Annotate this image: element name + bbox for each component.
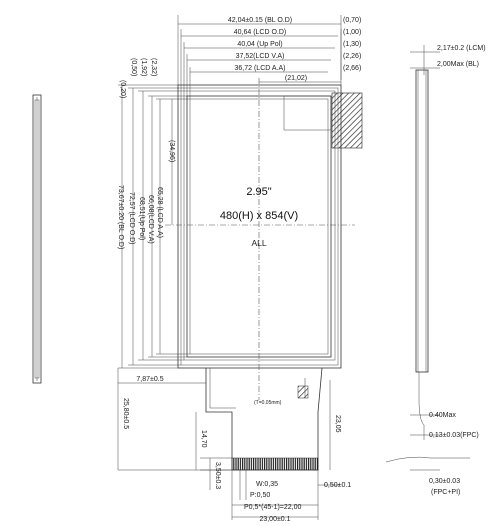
dim-fpc-2305: 23,05	[334, 415, 341, 433]
left-dimensions	[118, 84, 190, 369]
dim-offset-100: (1,00)	[343, 29, 361, 36]
dim-bl-od-width: 42,04±0.15 (BL O.D)	[228, 17, 292, 24]
dim-lcd-aa-height: 65,28 (LCD A.A)	[156, 187, 163, 238]
dim-offset-070: (0,70)	[343, 17, 361, 24]
bl-outline	[177, 84, 342, 369]
dim-offset-2102: (21,02)	[285, 75, 307, 82]
dim-offset-130: (1,30)	[343, 41, 361, 48]
dim-lcd-aa-width: 36,72 (LCD A.A)	[235, 65, 286, 72]
dim-offset-266: (2,66)	[343, 65, 361, 72]
display-mode-label: ALL	[251, 238, 266, 248]
dim-left-020: (0,20)	[119, 80, 126, 98]
dim-left-192: (1,92)	[140, 58, 147, 76]
dim-fpc-2300: 23,00±0.1	[259, 516, 290, 523]
top-dimensions	[177, 15, 342, 99]
dim-fpcpi-thickness: 0,30±0.03	[429, 478, 460, 485]
dim-fpcpi-label: (FPC+PI)	[431, 489, 460, 496]
fpc-component	[297, 385, 309, 399]
dim-pin-width: W:0,35	[256, 481, 278, 488]
dim-fpc-1470: 14,70	[200, 430, 207, 448]
hatched-marker	[331, 92, 363, 149]
dim-bl-thickness: 2,00Max (BL)	[437, 61, 479, 68]
dim-bl-od-height: 73,67±0.20 (BL O.D)	[117, 185, 124, 249]
dim-up-pol-width: 40,04 (Up Pol)	[237, 41, 282, 48]
dim-left-050: (0,50)	[130, 58, 137, 76]
dim-left-232: (2,32)	[150, 58, 157, 76]
dim-fpc-350: 3,50±0.3	[214, 462, 221, 489]
fpc-tail	[205, 367, 323, 471]
corner-cutout	[283, 95, 332, 131]
dim-3496: (34,96)	[168, 140, 175, 162]
dim-lcd-va-width: 37,52(LCD V.A)	[236, 53, 285, 60]
lcd-front-view	[165, 78, 363, 400]
dim-offset-226: (2,26)	[343, 53, 361, 60]
dim-fpc-7871: 7,87±0.5	[136, 376, 163, 383]
dim-max-040: 0.40Max	[429, 412, 456, 419]
dim-fpc-2580: 25,80±0.5	[122, 398, 129, 429]
dim-lcd-od-width: 40,64 (LCD O.D)	[234, 29, 287, 36]
dim-up-pol-height: 68,51(Up Pol)	[138, 197, 145, 240]
dim-fpc-thickness: 0,13±0.03(FPC)	[429, 432, 479, 439]
edge-side-view	[32, 94, 42, 384]
fpc-thickness-note: (T=0.05mm)	[254, 400, 282, 406]
side-profile-view	[385, 45, 470, 471]
size-label: 2.95"	[246, 186, 271, 198]
fpc-gold-fingers	[231, 457, 319, 471]
fpc-dimensions	[117, 368, 340, 520]
dim-lcm-thickness: 2,17±0.2 (LCM)	[437, 45, 486, 52]
up-pol-outline	[183, 90, 336, 361]
dim-fpc-050: 0,50±0.1	[324, 482, 351, 489]
dim-lcd-od-height: 72,57 (LCD O.D)	[128, 192, 135, 245]
dim-pin-total: P0,5*(45-1)=22,00	[244, 504, 302, 511]
dim-lcd-va-height: 66,08(LCD V.A)	[147, 195, 154, 244]
resolution-label: 480(H) x 854(V)	[220, 210, 298, 222]
dim-pin-pitch: P:0,50	[250, 492, 270, 499]
lcd-outline	[180, 87, 339, 366]
